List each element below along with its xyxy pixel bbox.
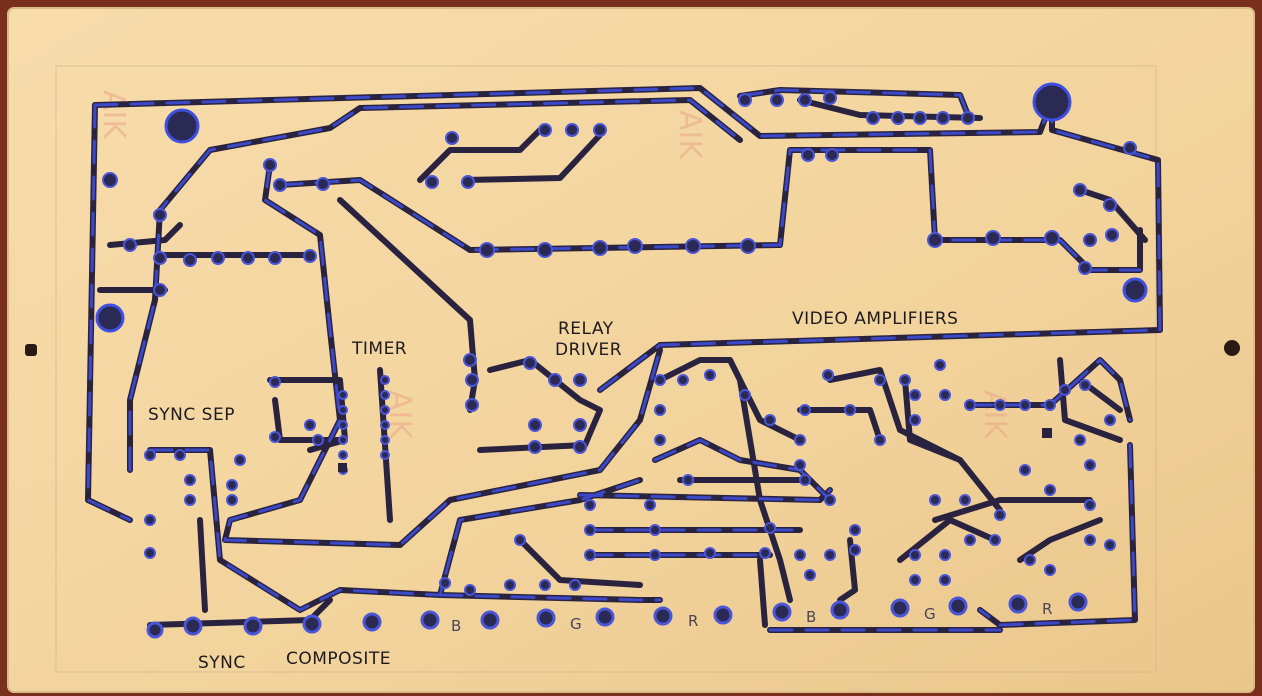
mounting-pad xyxy=(1032,82,1072,122)
mounting-slot-left xyxy=(25,344,37,356)
mounting-pad xyxy=(95,303,125,333)
mounting-pad xyxy=(164,108,200,144)
channel-letter: R xyxy=(1042,600,1052,618)
bottom-connector-pads xyxy=(146,592,1088,639)
channel-letter: G xyxy=(570,615,582,633)
channel-letters: B G R B G R xyxy=(451,600,1052,635)
channel-letter: R xyxy=(688,612,698,630)
label-relay-driver-line2: DRIVER xyxy=(555,340,622,360)
channel-letter: B xyxy=(806,608,816,626)
mounting-pad xyxy=(1122,277,1148,303)
square-pads xyxy=(338,428,1052,472)
ghost-marking: AIK xyxy=(96,90,131,140)
silkscreen-labels: TIMER RELAY DRIVER VIDEO AMPLIFIERS SYNC… xyxy=(148,309,958,673)
label-sync-sep: SYNC SEP xyxy=(148,405,235,425)
large-pads xyxy=(95,82,1148,333)
label-relay-driver-line1: RELAY xyxy=(558,319,614,339)
channel-letter: G xyxy=(924,605,936,623)
channel-letter: B xyxy=(451,617,461,635)
ghost-marking: AIK xyxy=(672,110,707,160)
ghost-markings: AIK AIK AIK AIK xyxy=(96,90,1012,440)
label-composite: COMPOSITE xyxy=(286,649,391,669)
label-sync: SYNC xyxy=(198,653,246,673)
mounting-hole-right xyxy=(1224,340,1240,356)
label-timer: TIMER xyxy=(351,339,407,359)
label-video-amplifiers: VIDEO AMPLIFIERS xyxy=(792,309,958,329)
trace-glints xyxy=(86,86,1162,632)
ghost-marking: AIK xyxy=(977,390,1012,440)
board-outline xyxy=(55,65,1157,673)
